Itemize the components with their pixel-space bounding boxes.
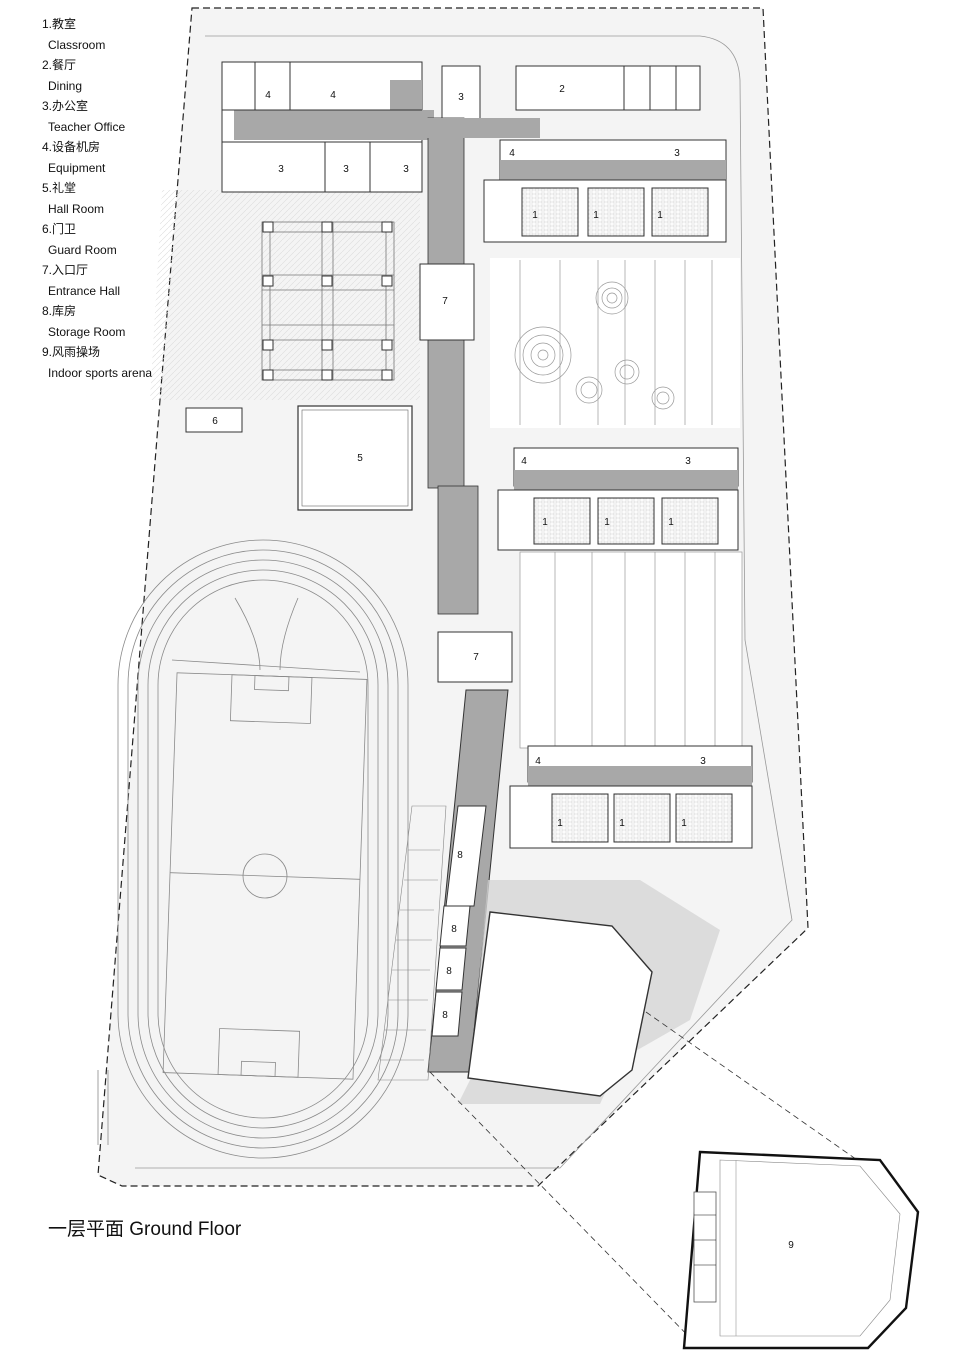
legend-en: Storage Room — [48, 324, 126, 339]
label-office: 3 — [685, 456, 691, 467]
label-office: 3 — [403, 164, 409, 175]
legend-cn: 9.风雨操场 — [42, 345, 101, 359]
label-guard: 6 — [212, 416, 218, 427]
label-storage: 8 — [451, 924, 457, 935]
legend-cn: 4.设备机房 — [42, 140, 101, 154]
building-dining — [515, 65, 701, 111]
legend-en: Indoor sports arena — [48, 365, 153, 380]
main-corridor — [420, 117, 540, 615]
label-hall: 5 — [357, 453, 363, 464]
label-equipment: 4 — [330, 90, 336, 101]
label-office: 3 — [343, 164, 349, 175]
building-small-office — [441, 65, 481, 121]
legend-en: Teacher Office — [48, 119, 126, 134]
legend-item-dining: 2.餐厅 Dining — [42, 55, 192, 96]
legend-item-hall: 5.礼堂 Hall Room — [42, 178, 192, 219]
legend-cn: 3.办公室 — [42, 99, 89, 113]
legend-item-arena: 9.风雨操场 Indoor sports arena — [42, 342, 192, 383]
legend-en: Guard Room — [48, 242, 117, 257]
inset-leader-lines — [429, 1011, 881, 1349]
legend-item-guard: 6.门卫 Guard Room — [42, 219, 192, 260]
label-equipment: 4 — [521, 456, 527, 467]
building-north-west — [221, 61, 434, 193]
label-classroom: 1 — [604, 517, 610, 528]
legend-cn: 5.礼堂 — [42, 181, 77, 195]
legend-cn: 2.餐厅 — [42, 58, 77, 72]
label-office: 3 — [700, 756, 706, 767]
legend-item-classroom: 1.教室 Classroom — [42, 14, 192, 55]
legend-cn: 1.教室 — [42, 17, 77, 31]
running-track — [97, 539, 409, 1159]
legend-item-equipment: 4.设备机房 Equipment — [42, 137, 192, 178]
legend-en: Classroom — [48, 37, 106, 52]
football-pitch — [162, 672, 368, 1080]
label-entrance: 7 — [442, 296, 448, 307]
room-labels: 4 4 3 2 3 3 3 4 3 1 1 1 7 6 5 4 3 1 1 1 … — [212, 84, 794, 1251]
hall-room — [297, 405, 413, 511]
site-road-edge — [135, 35, 793, 1169]
drawing-title: 一层平面 Ground Floor — [48, 1219, 242, 1240]
legend: 1.教室 Classroom 2.餐厅 Dining 3.办公室 Teacher… — [42, 14, 192, 383]
label-storage: 8 — [457, 850, 463, 861]
label-storage: 8 — [442, 1010, 448, 1021]
legend-cn: 7.入口厅 — [42, 263, 89, 277]
legend-en: Equipment — [48, 160, 106, 175]
label-equipment: 4 — [509, 148, 515, 159]
label-equipment: 4 — [535, 756, 541, 767]
label-arena: 9 — [788, 1240, 794, 1251]
indoor-arena-ground — [467, 911, 653, 1097]
legend-en: Entrance Hall — [48, 283, 121, 298]
label-classroom: 1 — [593, 210, 599, 221]
legend-item-entrance: 7.入口厅 Entrance Hall — [42, 260, 192, 301]
label-equipment: 4 — [265, 90, 271, 101]
inset-arena-plan — [682, 1150, 920, 1350]
guard-room — [185, 407, 243, 433]
label-classroom: 1 — [619, 818, 625, 829]
courtyard-1 — [490, 258, 740, 428]
label-classroom: 1 — [668, 517, 674, 528]
label-classroom: 1 — [681, 818, 687, 829]
label-dining: 2 — [559, 84, 565, 95]
label-classroom: 1 — [532, 210, 538, 221]
classroom-wing-1 — [483, 139, 727, 243]
classroom-wing-2 — [497, 447, 739, 551]
label-office: 3 — [674, 148, 680, 159]
label-classroom: 1 — [542, 517, 548, 528]
legend-item-storage: 8.库房 Storage Room — [42, 301, 192, 342]
label-classroom: 1 — [657, 210, 663, 221]
label-classroom: 1 — [557, 818, 563, 829]
label-office: 3 — [458, 92, 464, 103]
entrance-hall-lower — [437, 631, 513, 683]
courtyard-2 — [519, 551, 743, 749]
label-office: 3 — [278, 164, 284, 175]
label-entrance: 7 — [473, 652, 479, 663]
label-storage: 8 — [446, 966, 452, 977]
legend-en: Dining — [48, 78, 83, 93]
legend-cn: 8.库房 — [42, 304, 77, 318]
legend-en: Hall Room — [48, 201, 105, 216]
storage-corridor — [427, 689, 509, 1073]
legend-cn: 6.门卫 — [42, 222, 77, 236]
classroom-wing-3 — [509, 745, 753, 849]
paved-plaza — [150, 190, 420, 400]
legend-item-office: 3.办公室 Teacher Office — [42, 96, 192, 137]
entrance-hall-upper — [419, 263, 475, 341]
